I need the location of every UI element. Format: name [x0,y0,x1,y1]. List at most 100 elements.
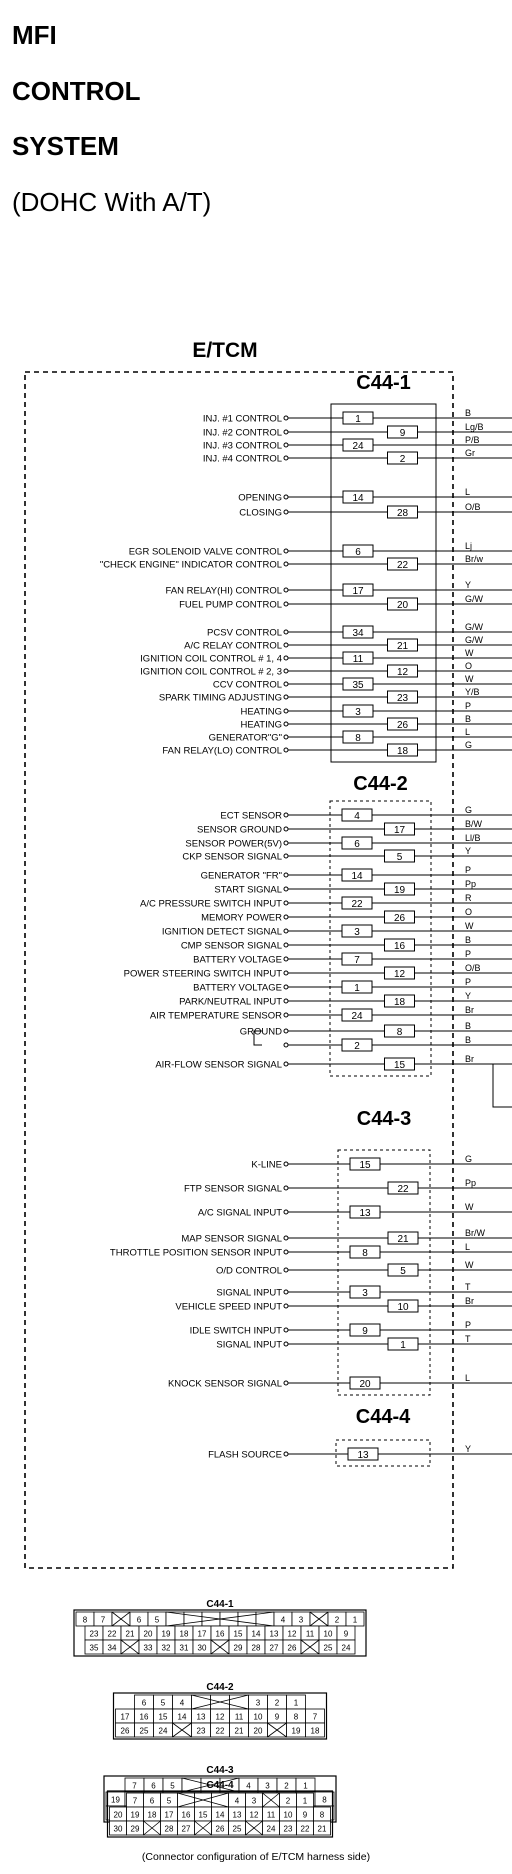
pin-box [387,597,418,611]
pin-box [349,1285,381,1299]
pin-label: SIGNAL INPUT [216,1288,282,1299]
pin-box [341,980,373,994]
cavity-number: 15 [234,1630,243,1639]
wire-colour: G [465,1154,472,1164]
terminal-circle [283,1327,289,1333]
cavity-number: 6 [137,1616,142,1625]
pin-label: O/D CONTROL [216,1266,282,1277]
pin-box [342,625,374,639]
pin-number: 28 [397,508,409,519]
pin-label: MEMORY POWER [201,913,282,924]
face-view-frame [112,1692,328,1740]
pin-number: 34 [352,628,364,639]
terminal-circle [283,1289,289,1295]
pin-label: GENERATOR "FR" [201,871,282,882]
pin-label: A/C RELAY CONTROL [184,641,282,652]
cavity-number: 31 [180,1644,189,1653]
pin-label: FAN RELAY(HI) CONTROL [166,586,282,597]
pin-number: 8 [362,1248,368,1259]
cavity-number: 6 [150,1797,155,1806]
wire-colour: Ll/B [465,833,481,843]
terminal-circle [283,1451,289,1457]
terminal-circle [283,1185,289,1191]
pin-number: 12 [397,667,409,678]
cavity-number: 4 [235,1797,240,1806]
pin-number: 2 [400,454,406,465]
wire-colour: Pp [465,879,476,889]
pin-label: IGNITION COIL CONTROL # 1, 4 [140,654,282,665]
pin-label: SIGNAL INPUT [216,1340,282,1351]
pin-label: INJ. #2 CONTROL [203,428,282,439]
pin-number: 1 [400,1340,406,1351]
pin-label: ECT SENSOR [220,811,282,822]
terminal-circle [283,629,289,635]
cavity-number: 8 [322,1796,327,1805]
pin-number: 21 [397,641,409,652]
terminal-circle [283,970,289,976]
terminal-circle [283,429,289,435]
pin-box [387,690,418,704]
pin-label: INJ. #4 CONTROL [203,454,282,465]
cavity [305,1722,325,1738]
pin-box [341,836,373,850]
cavity-number: 8 [83,1616,88,1625]
pin-number: 12 [394,969,406,980]
wire-colour: W [465,921,474,931]
cavity-number: 16 [182,1811,191,1820]
pin-box [384,910,415,924]
connector-housing-C44-2 [329,800,432,1077]
cavity-number: 20 [114,1811,123,1820]
cavity-number: 4 [246,1782,251,1791]
cavity-number: 7 [132,1782,137,1791]
cavity-number: 32 [162,1644,171,1653]
pin-number: 1 [354,983,360,994]
pin-box [341,952,373,966]
cavity-number: 22 [301,1825,310,1834]
pin-box [387,1337,419,1351]
pin-box [349,1205,381,1219]
pin-number: 22 [351,899,363,910]
cavity-number: 1 [294,1699,299,1708]
terminal-circle [283,1161,289,1167]
pin-box [387,1181,419,1195]
cavity-number: 12 [250,1811,259,1820]
cavity-number: 13 [233,1811,242,1820]
terminal-circle [283,455,289,461]
wire-colour: P/B [465,435,480,445]
cavity [336,1639,356,1655]
wire-colour: Br/W [465,1228,486,1238]
terminal-circle [283,853,289,859]
pin-box [341,924,373,938]
cavity-number: 24 [342,1644,351,1653]
wire-colour: L [465,487,470,497]
pin-label: IGNITION DETECT SIGNAL [162,927,282,938]
pin-number: 5 [400,1266,406,1277]
cavity-number: 25 [324,1644,333,1653]
pin-box [341,1008,373,1022]
cavity-number: 3 [256,1699,261,1708]
cavity-number: 29 [131,1825,140,1834]
cavity-number: 25 [233,1825,242,1834]
pin-number: 6 [355,547,361,558]
pin-label: POWER STEERING SWITCH INPUT [124,969,283,980]
terminal-circle [283,812,289,818]
terminal-circle [283,747,289,753]
pin-number: 2 [354,1041,360,1052]
cavity-number: 23 [197,1727,206,1736]
cavity-number: 30 [198,1644,207,1653]
cavity-number: 13 [270,1630,279,1639]
pin-number: 21 [397,1234,409,1245]
terminal-circle [283,1209,289,1215]
wire-colour: G [465,740,472,750]
pin-label: A/C SIGNAL INPUT [198,1208,282,1219]
terminal-circle [283,1303,289,1309]
terminal-circle [283,587,289,593]
wire-colour: Br/w [465,554,484,564]
terminal-circle [283,694,289,700]
wire-colour: B [465,1021,471,1031]
cavity-number: 5 [167,1797,172,1806]
cavity-number: 17 [121,1713,130,1722]
pin-number: 26 [397,720,409,731]
pin-number: 22 [397,560,409,571]
blank-cavity-x [300,1639,320,1655]
